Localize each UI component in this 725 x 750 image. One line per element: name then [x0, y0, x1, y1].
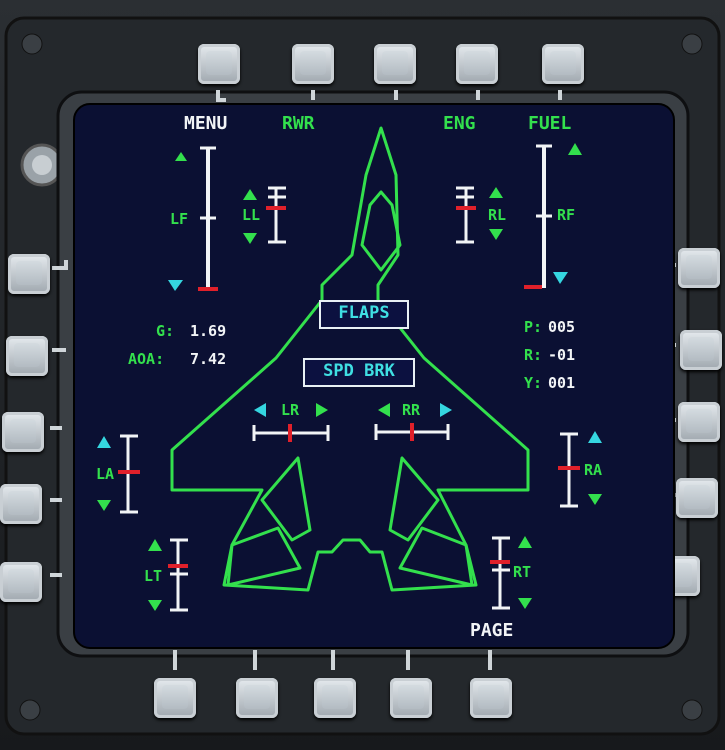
osb-top-3[interactable]: [374, 44, 416, 84]
lr-gauge: [252, 403, 330, 442]
osb-right-2[interactable]: [680, 330, 722, 370]
osb-bottom-5-page[interactable]: [470, 678, 512, 718]
flaps-indicator: FLAPS: [319, 300, 409, 329]
speed-brake-indicator: SPD BRK: [303, 358, 415, 387]
label-lr: LR: [281, 401, 300, 419]
osb-bottom-4[interactable]: [390, 678, 432, 718]
lf-up-arrow: [175, 152, 187, 161]
la-gauge: [97, 434, 140, 514]
y-value: 001: [548, 374, 576, 392]
rr-gauge: [374, 403, 452, 441]
ll-gauge: [243, 186, 286, 244]
p-label: P:: [524, 318, 543, 336]
osb-right-4[interactable]: [676, 478, 718, 518]
rf-down-arrow: [553, 272, 568, 284]
osb-top-1-menu[interactable]: [198, 44, 240, 84]
aircraft-outline: [170, 126, 530, 592]
osb-label-rwr[interactable]: RWR: [282, 113, 315, 134]
rf-gauge: [524, 143, 582, 289]
osb-bottom-1[interactable]: [154, 678, 196, 718]
aoa-value: 7.42: [190, 350, 227, 368]
osb-left-2[interactable]: [6, 336, 48, 376]
osb-bottom-3[interactable]: [314, 678, 356, 718]
osb-top-5-fuel[interactable]: [542, 44, 584, 84]
label-lt: LT: [144, 567, 163, 585]
lt-gauge: [148, 538, 188, 612]
aoa-label: AOA:: [128, 350, 165, 368]
p-value: 005: [548, 318, 576, 336]
label-rl: RL: [488, 206, 507, 224]
osb-top-2-rwr[interactable]: [292, 44, 334, 84]
label-rf: RF: [557, 206, 576, 224]
y-label: Y:: [524, 374, 543, 392]
osb-right-3[interactable]: [678, 402, 720, 442]
label-rr: RR: [402, 401, 421, 419]
osb-right-1[interactable]: [678, 248, 720, 288]
osb-top-4-eng[interactable]: [456, 44, 498, 84]
osb-left-3[interactable]: [2, 412, 44, 452]
lf-gauge: [168, 146, 218, 291]
r-label: R:: [524, 346, 543, 364]
osb-label-fuel[interactable]: FUEL: [528, 113, 572, 134]
label-ra: RA: [584, 461, 603, 479]
label-lf: LF: [170, 210, 189, 228]
rt-gauge: [490, 536, 532, 610]
osb-label-page[interactable]: PAGE: [470, 620, 514, 641]
osb-bottom-2[interactable]: [236, 678, 278, 718]
ra-gauge: [558, 431, 602, 508]
label-ll: LL: [242, 206, 261, 224]
rf-up-arrow: [568, 143, 582, 155]
osb-left-5[interactable]: [0, 562, 42, 602]
g-label: G:: [156, 322, 175, 340]
label-la: LA: [96, 465, 115, 483]
osb-left-4[interactable]: [0, 484, 42, 524]
osb-left-1[interactable]: [8, 254, 50, 294]
lf-down-arrow: [168, 280, 183, 291]
label-rt: RT: [513, 563, 532, 581]
osb-label-menu[interactable]: MENU: [184, 113, 228, 134]
rl-gauge: [456, 186, 503, 244]
r-value: -01: [548, 346, 576, 364]
osb-label-eng[interactable]: ENG: [443, 113, 476, 134]
g-value: 1.69: [190, 322, 227, 340]
